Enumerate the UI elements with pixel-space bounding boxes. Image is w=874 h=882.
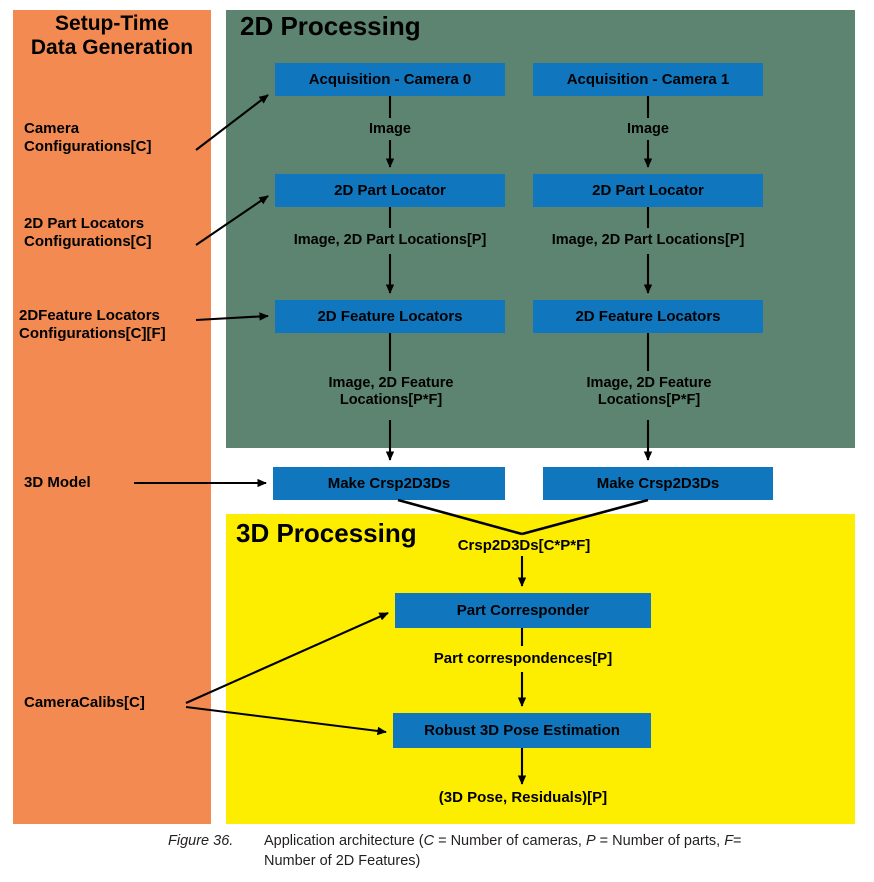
edge-label-feature-locations-1: Image, 2D Feature Locations[P*F] xyxy=(586,375,712,408)
edge-label-crsp2d3ds: Crsp2D3Ds[C*P*F] xyxy=(457,537,591,554)
setup-time-panel-title: Setup-Time Data Generation xyxy=(30,12,194,59)
caption-text-b: = Number of cameras, xyxy=(434,833,586,849)
edge-label-part-locations-1: Image, 2D Part Locations[P] xyxy=(551,232,745,248)
edge-label-image-1: Image xyxy=(627,121,669,137)
caption-var-c: C xyxy=(423,833,435,849)
caption-text-d: = xyxy=(733,833,742,849)
edge-label-part-correspondences: Part correspondences[P] xyxy=(433,650,613,667)
node-robust-3d-pose-estimation[interactable]: Robust 3D Pose Estimation xyxy=(393,713,651,748)
caption-line-2: Number of 2D Features) xyxy=(264,853,421,870)
figure-number: Figure 36. xyxy=(168,833,234,849)
edge-label-image-0: Image xyxy=(369,121,411,137)
three-d-processing-panel-title: 3D Processing xyxy=(236,518,417,548)
two-d-processing-panel-title: 2D Processing xyxy=(240,11,421,41)
node-part-locator-1[interactable]: 2D Part Locator xyxy=(533,174,763,207)
node-feature-locators-1[interactable]: 2D Feature Locators xyxy=(533,300,763,333)
setup-input-camera-calibs: CameraCalibs[C] xyxy=(24,694,145,711)
edge-label-part-locations-0: Image, 2D Part Locations[P] xyxy=(293,232,487,248)
caption-var-f: F xyxy=(724,833,734,849)
node-part-corresponder[interactable]: Part Corresponder xyxy=(395,593,651,628)
setup-time-panel xyxy=(13,10,211,824)
setup-input-feature-locator-configurations: 2DFeature Locators Configurations[C][F] xyxy=(19,307,166,342)
setup-input-three-d-model: 3D Model xyxy=(24,474,91,491)
caption-var-p: P xyxy=(585,833,596,849)
caption-text-a: Application architecture ( xyxy=(264,833,424,849)
three-d-processing-panel xyxy=(226,514,855,824)
caption-text-c: = Number of parts, xyxy=(595,833,725,849)
node-acquisition-camera-1[interactable]: Acquisition - Camera 1 xyxy=(533,63,763,96)
node-make-crsp2d3ds-0[interactable]: Make Crsp2D3Ds xyxy=(273,467,505,500)
edge-label-pose-residuals: (3D Pose, Residuals)[P] xyxy=(438,789,608,806)
edge-label-feature-locations-0: Image, 2D Feature Locations[P*F] xyxy=(328,375,454,408)
setup-input-part-locator-configurations: 2D Part Locators Configurations[C] xyxy=(24,215,152,250)
node-acquisition-camera-0[interactable]: Acquisition - Camera 0 xyxy=(275,63,505,96)
node-make-crsp2d3ds-1[interactable]: Make Crsp2D3Ds xyxy=(543,467,773,500)
node-part-locator-0[interactable]: 2D Part Locator xyxy=(275,174,505,207)
node-feature-locators-0[interactable]: 2D Feature Locators xyxy=(275,300,505,333)
setup-input-camera-configurations: Camera Configurations[C] xyxy=(24,120,152,155)
figure-caption: Figure 36. Application architecture (C = … xyxy=(168,832,868,872)
